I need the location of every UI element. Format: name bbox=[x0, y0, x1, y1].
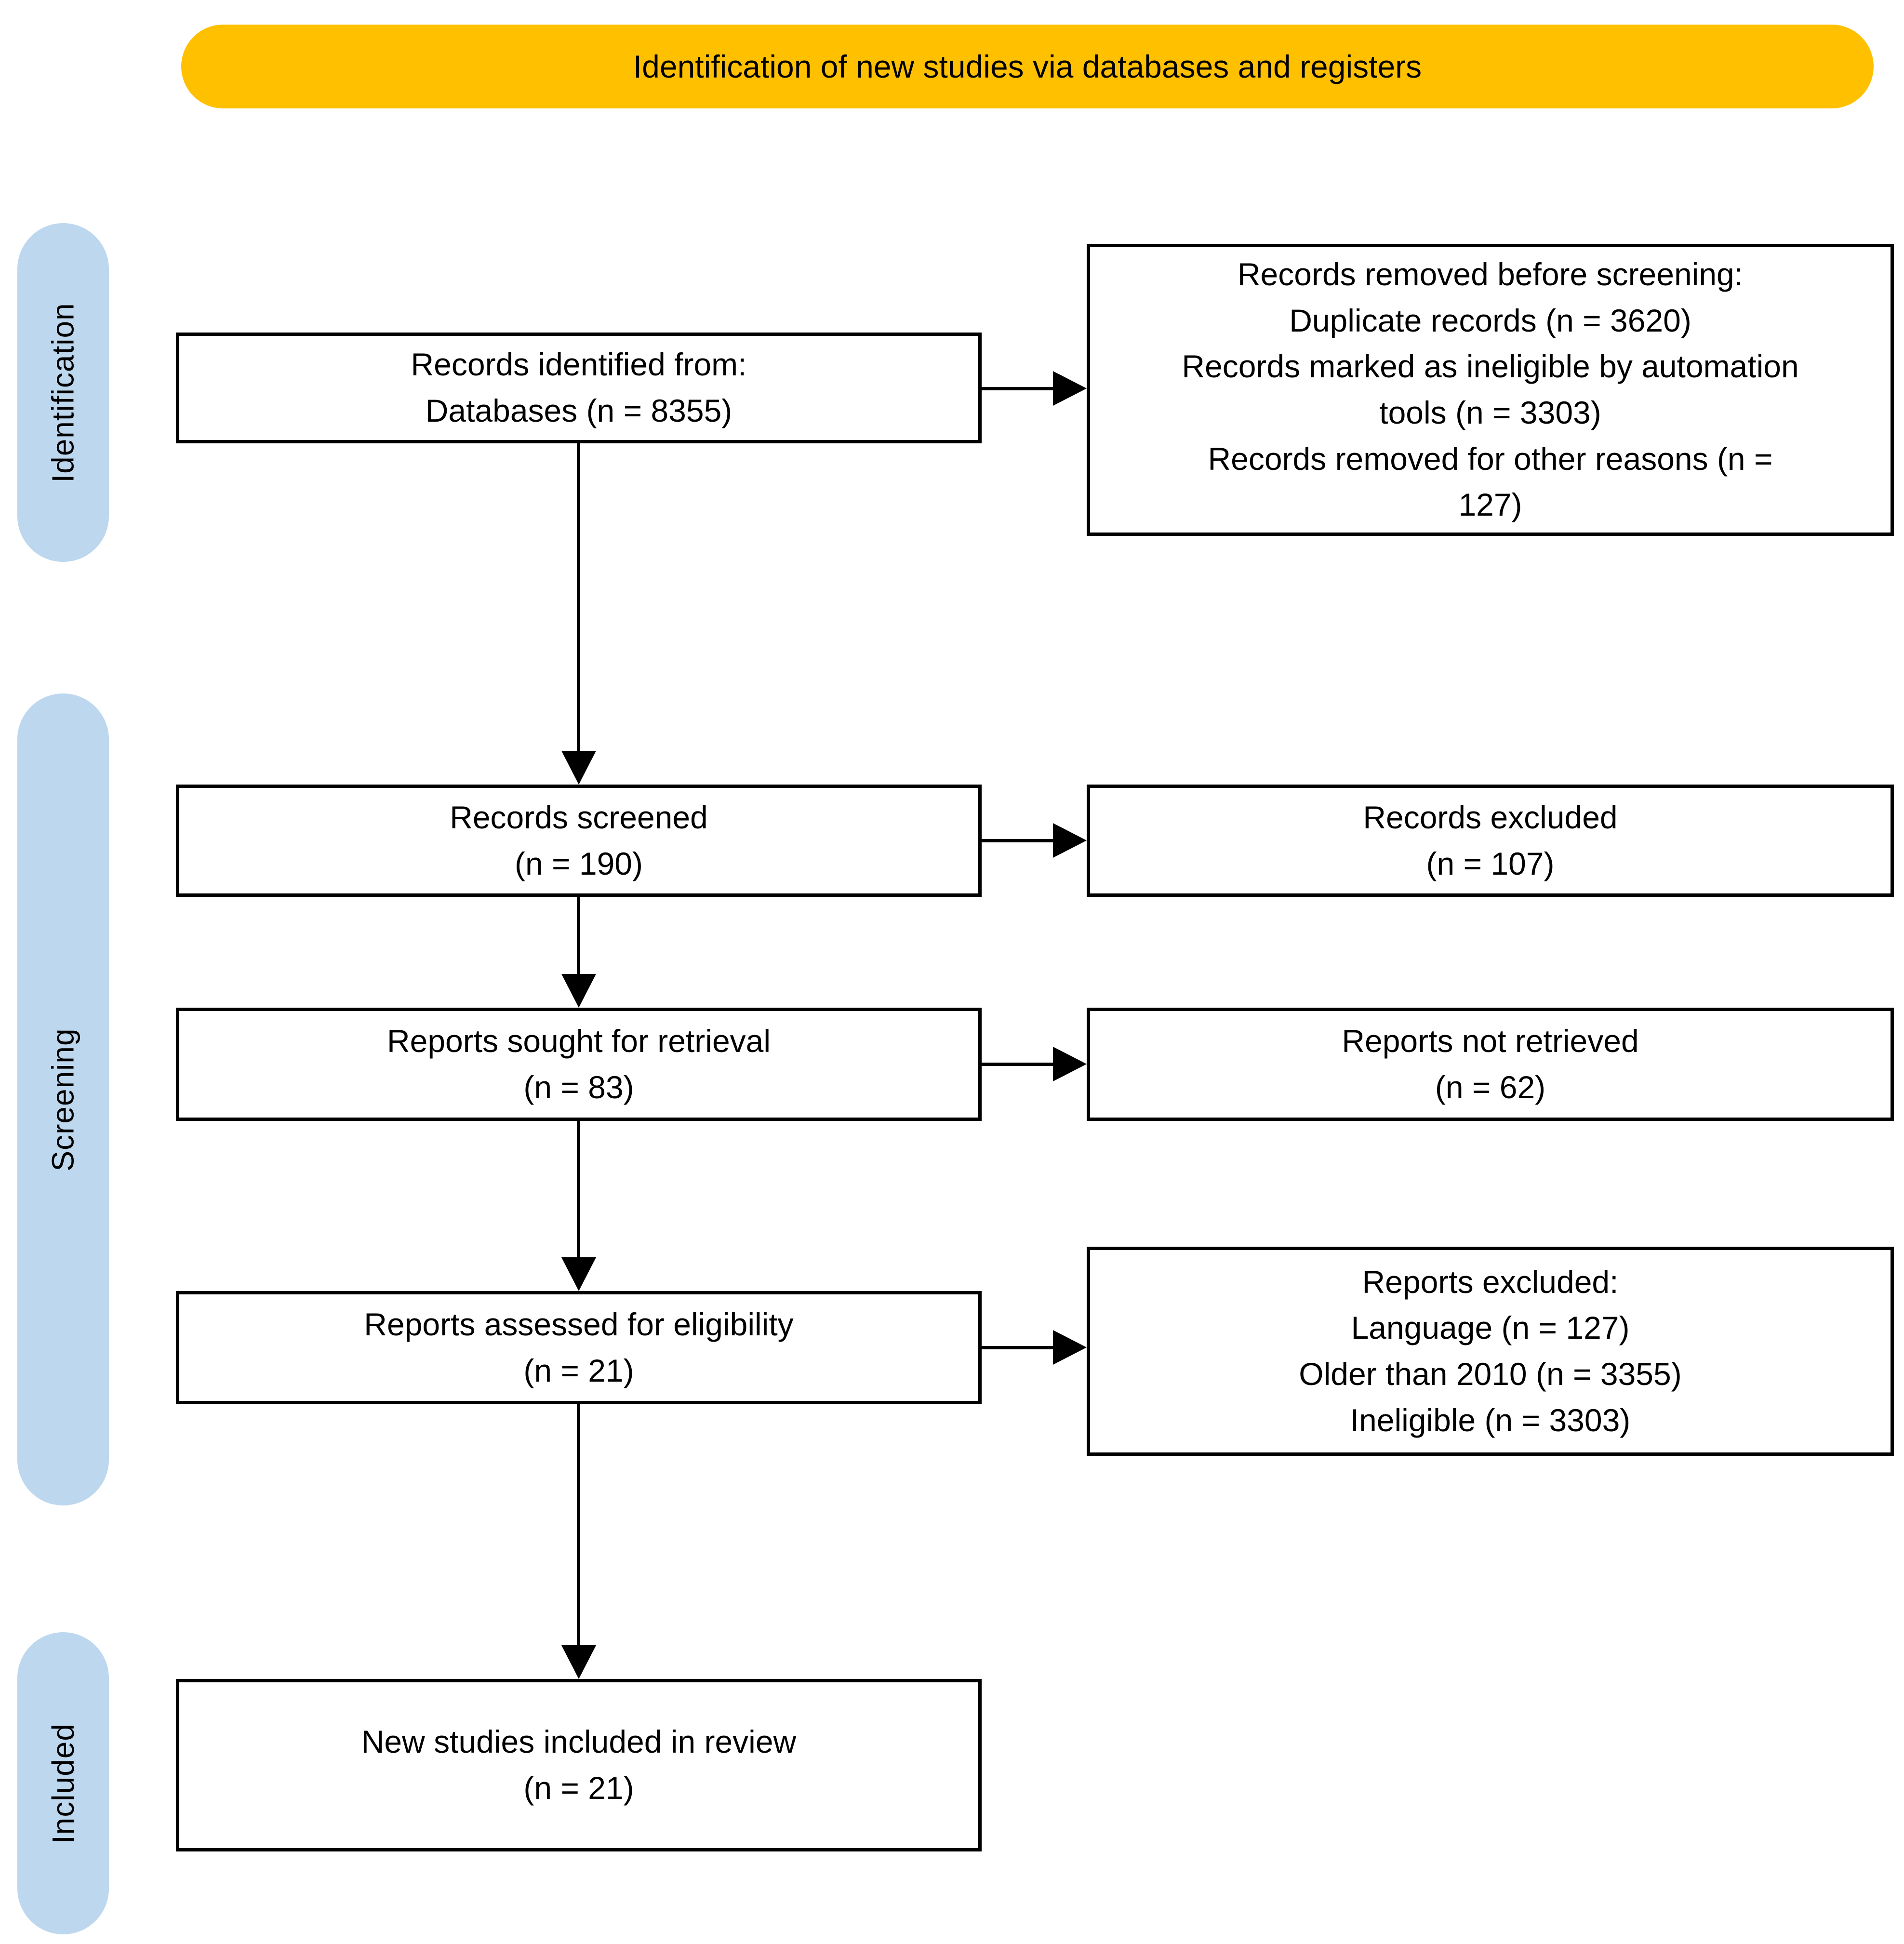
box-records-removed-before-screening: Records removed before screening: Duplic… bbox=[1087, 244, 1894, 536]
arrow-line-identified-to-screened bbox=[577, 443, 580, 751]
arrow-down-icon bbox=[561, 1645, 596, 1679]
stage-pill-screening: Screening bbox=[17, 693, 109, 1505]
arrow-right-icon bbox=[1053, 823, 1087, 858]
arrow-line-screened-to-excluded bbox=[982, 839, 1053, 842]
arrow-right-icon bbox=[1053, 371, 1087, 406]
stage-label-included: Included bbox=[46, 1723, 80, 1844]
box-records-identified: Records identified from: Databases (n = … bbox=[176, 333, 982, 443]
arrow-right-icon bbox=[1053, 1047, 1087, 1081]
arrow-line-screened-to-sought bbox=[577, 897, 580, 974]
stage-pill-included: Included bbox=[17, 1632, 109, 1934]
arrow-line-assessed-to-included bbox=[577, 1404, 580, 1645]
box-records-screened: Records screened (n = 190) bbox=[176, 785, 982, 897]
box-new-studies-included: New studies included in review (n = 21) bbox=[176, 1679, 982, 1851]
stage-pill-identification: Identification bbox=[17, 223, 109, 562]
stage-label-screening: Screening bbox=[46, 1027, 80, 1172]
box-records-excluded: Records excluded (n = 107) bbox=[1087, 785, 1894, 897]
box-reports-excluded: Reports excluded: Language (n = 127) Old… bbox=[1087, 1247, 1894, 1456]
box-reports-assessed-for-eligibility: Reports assessed for eligibility (n = 21… bbox=[176, 1291, 982, 1404]
arrow-down-icon bbox=[561, 1257, 596, 1291]
stage-label-identification: Identification bbox=[46, 302, 80, 483]
arrow-line-sought-to-not-retrieved bbox=[982, 1063, 1053, 1066]
arrow-line-assessed-to-reports-excluded bbox=[982, 1346, 1053, 1349]
arrow-line-sought-to-assessed bbox=[577, 1121, 580, 1257]
banner-databases-registers: Identification of new studies via databa… bbox=[181, 25, 1874, 108]
box-reports-not-retrieved: Reports not retrieved (n = 62) bbox=[1087, 1008, 1894, 1121]
arrow-down-icon bbox=[561, 751, 596, 785]
arrow-line-identified-to-removed bbox=[982, 387, 1053, 390]
arrow-right-icon bbox=[1053, 1330, 1087, 1365]
box-reports-sought-for-retrieval: Reports sought for retrieval (n = 83) bbox=[176, 1008, 982, 1121]
arrow-down-icon bbox=[561, 974, 596, 1008]
banner-label: Identification of new studies via databa… bbox=[633, 49, 1422, 84]
